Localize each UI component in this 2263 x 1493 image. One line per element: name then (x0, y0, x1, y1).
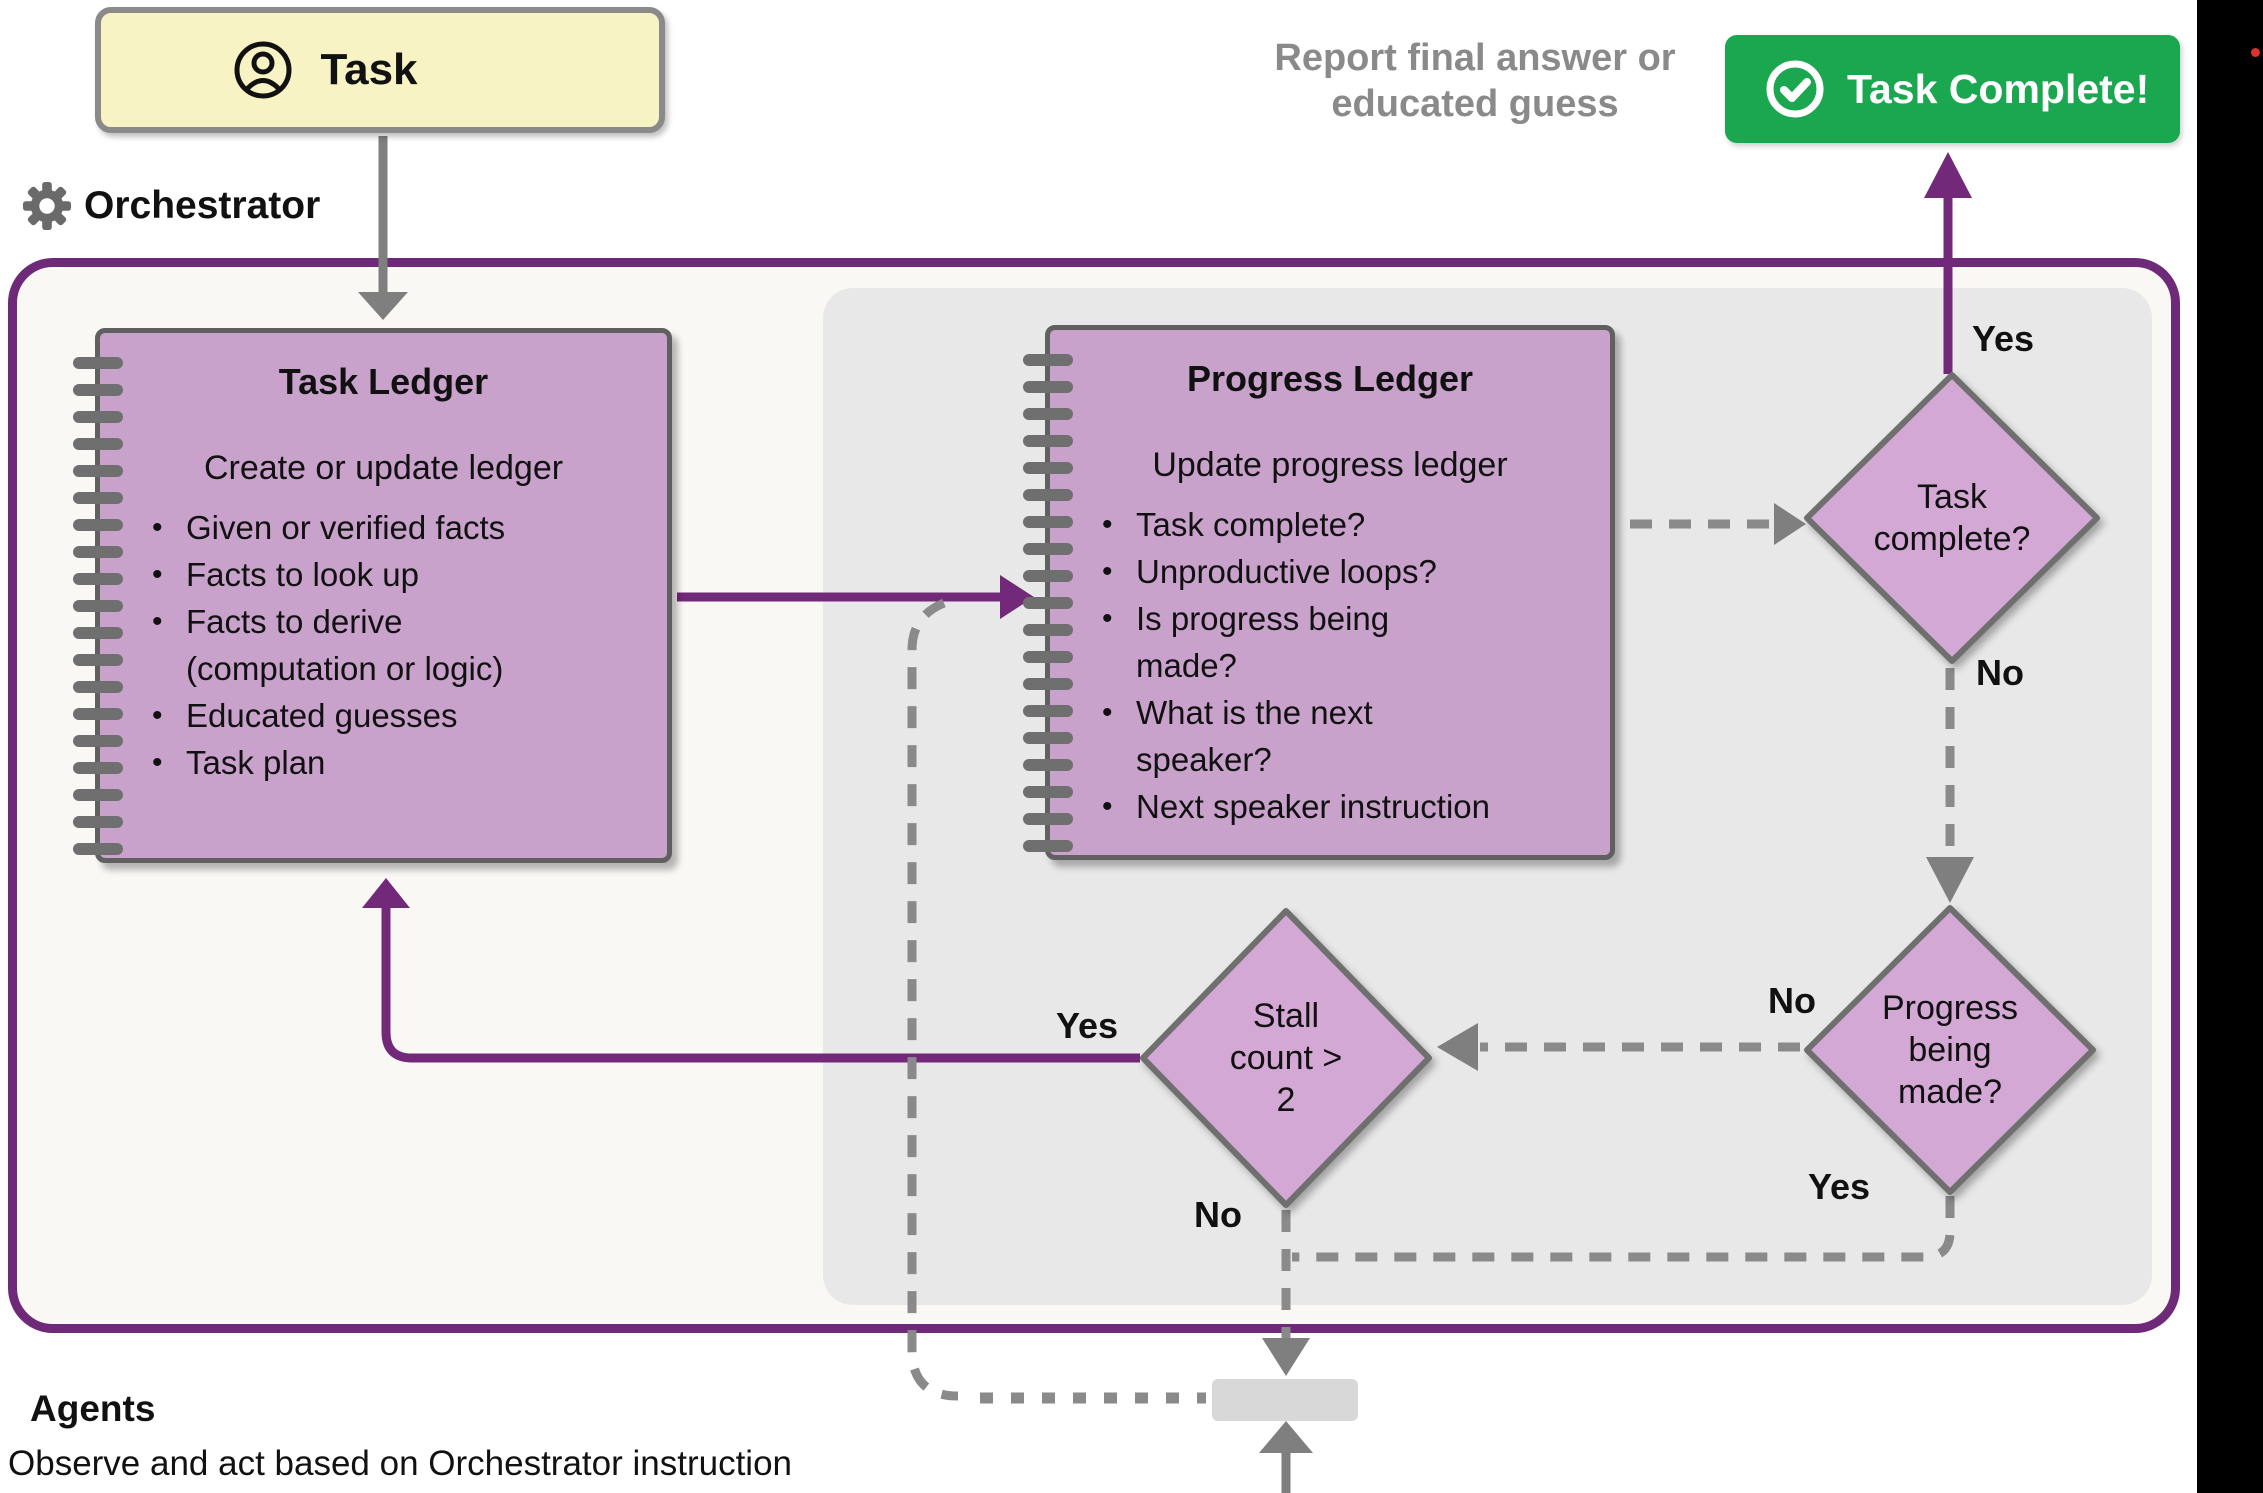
spiral-binding-tick (73, 492, 123, 504)
spiral-binding-tick (1023, 813, 1073, 825)
spiral-binding-tick (1023, 516, 1073, 528)
gear-icon (22, 181, 72, 231)
progress-being-made-diamond (1804, 905, 2096, 1195)
spiral-binding-tick (73, 762, 123, 774)
task-complete-badge-label: Task Complete! (1847, 65, 2150, 112)
edge-label-no-taskcomplete: No (1976, 652, 2024, 693)
screen-edge-black-strip (2197, 0, 2263, 1493)
spiral-binding-tick (73, 573, 123, 585)
spiral-binding-tick (73, 357, 123, 369)
agents-up-arrow (1259, 1421, 1313, 1493)
ledger-item: Facts to derive (computation or logic) (150, 598, 586, 692)
taskcomplete-no-arrow (1926, 668, 1974, 903)
orchestrator-to-agents-path (907, 598, 1206, 1404)
task-complete-badge: Task Complete! (1725, 35, 2180, 143)
spiral-binding-tick (1023, 543, 1073, 555)
spiral-binding (73, 333, 125, 858)
task-ledger-list: Given or verified factsFacts to look upF… (100, 504, 667, 786)
spiral-binding-tick (73, 600, 123, 612)
agents-title: Agents (30, 1388, 156, 1429)
spiral-binding-tick (73, 438, 123, 450)
spiral-binding-tick (73, 789, 123, 801)
spiral-binding-tick (73, 816, 123, 828)
record-dot (2251, 48, 2260, 57)
spiral-binding-tick (1023, 651, 1073, 663)
task-box-label: Task (320, 45, 418, 94)
stall-no-arrow (1262, 1210, 1310, 1376)
progress-ledger-notebook: Progress Ledger Update progress ledger T… (1023, 325, 1615, 860)
spiral-binding-tick (1023, 489, 1073, 501)
task-ledger-subtitle: Create or update ledger (203, 449, 564, 487)
edge-label-yes-stall: Yes (1056, 1005, 1119, 1046)
progress-no-arrow (1437, 1023, 1800, 1071)
taskcomplete-yes-arrow (1924, 152, 1972, 374)
orchestrator-heading: Orchestrator (22, 180, 320, 232)
spiral-binding-tick (1023, 678, 1073, 690)
report-note: Report final answer or educated guess (1235, 36, 1715, 127)
agents-subtitle: Observe and act based on Orchestrator in… (8, 1444, 793, 1483)
ledger-item: Task complete? (1100, 501, 1496, 548)
check-circle-icon (1766, 60, 1824, 118)
progress-being-made-diamond-label: Progress being made? (1881, 988, 2019, 1112)
spiral-binding-tick (1023, 462, 1073, 474)
spiral-binding-tick (73, 411, 123, 423)
report-note-line1: Report final answer or (1274, 37, 1676, 79)
progress-ledger-subtitle: Update progress ledger (1152, 446, 1508, 484)
stall-count-diamond (1140, 908, 1432, 1208)
stall-count-diamond-label: Stall count > 2 (1229, 996, 1343, 1120)
spiral-binding-tick (1023, 408, 1073, 420)
report-note-line2: educated guess (1331, 82, 1619, 125)
ledger-item: Next speaker instruction (1100, 783, 1496, 830)
stall-yes-arrow (362, 878, 1140, 1063)
task-to-orchestrator-arrow (358, 136, 408, 320)
user-icon (234, 41, 292, 99)
spiral-binding-tick (1023, 435, 1073, 447)
spiral-binding-tick (73, 465, 123, 477)
ledger-item: Task plan (150, 739, 586, 786)
spiral-binding-tick (1023, 840, 1073, 852)
edge-label-yes-taskcomplete: Yes (1972, 318, 2035, 359)
spiral-binding-tick (73, 708, 123, 720)
spiral-binding-tick (1023, 786, 1073, 798)
ledger-item: Facts to look up (150, 551, 586, 598)
progress-ledger-list: Task complete?Unproductive loops?Is prog… (1050, 501, 1610, 830)
spiral-binding-tick (73, 681, 123, 693)
ledger-item: What is the next speaker? (1100, 689, 1496, 783)
spiral-binding-tick (73, 519, 123, 531)
edge-label-no-progress: No (1768, 980, 1816, 1021)
task-ledger-notebook: Task Ledger Create or update ledger Give… (73, 328, 672, 863)
spiral-binding-tick (1023, 570, 1073, 582)
task-input-box: Task (95, 7, 665, 133)
ledger-item: Is progress being made? (1100, 595, 1496, 689)
spiral-binding-tick (73, 843, 123, 855)
task-complete-diamond-label: Task complete? (1873, 477, 2031, 558)
task-complete-diamond (1804, 372, 2100, 664)
ledger-item: Educated guesses (150, 692, 586, 739)
edge-label-yes-progress: Yes (1808, 1166, 1871, 1207)
spiral-binding-tick (1023, 732, 1073, 744)
spiral-binding-tick (73, 546, 123, 558)
progressledger-to-taskcomplete-arrow (1630, 503, 1806, 545)
spiral-binding (1023, 330, 1075, 855)
spiral-binding-tick (73, 627, 123, 639)
taskledger-to-progressledger-arrow (677, 575, 1034, 619)
orchestrator-label: Orchestrator (84, 184, 321, 227)
progress-ledger-title: Progress Ledger (1186, 358, 1474, 399)
spiral-binding-tick (1023, 759, 1073, 771)
ledger-item: Given or verified facts (150, 504, 586, 551)
spiral-binding-tick (1023, 597, 1073, 609)
progress-yes-return-path (1292, 1196, 1955, 1262)
spiral-binding-tick (1023, 381, 1073, 393)
spiral-binding-tick (1023, 705, 1073, 717)
spiral-binding-tick (1023, 354, 1073, 366)
spiral-binding-tick (73, 654, 123, 666)
agents-connector-bar (1212, 1379, 1358, 1421)
spiral-binding-tick (1023, 624, 1073, 636)
task-ledger-title: Task Ledger (278, 361, 489, 402)
edge-label-no-stall: No (1194, 1194, 1242, 1235)
ledger-item: Unproductive loops? (1100, 548, 1496, 595)
spiral-binding-tick (73, 384, 123, 396)
spiral-binding-tick (73, 735, 123, 747)
